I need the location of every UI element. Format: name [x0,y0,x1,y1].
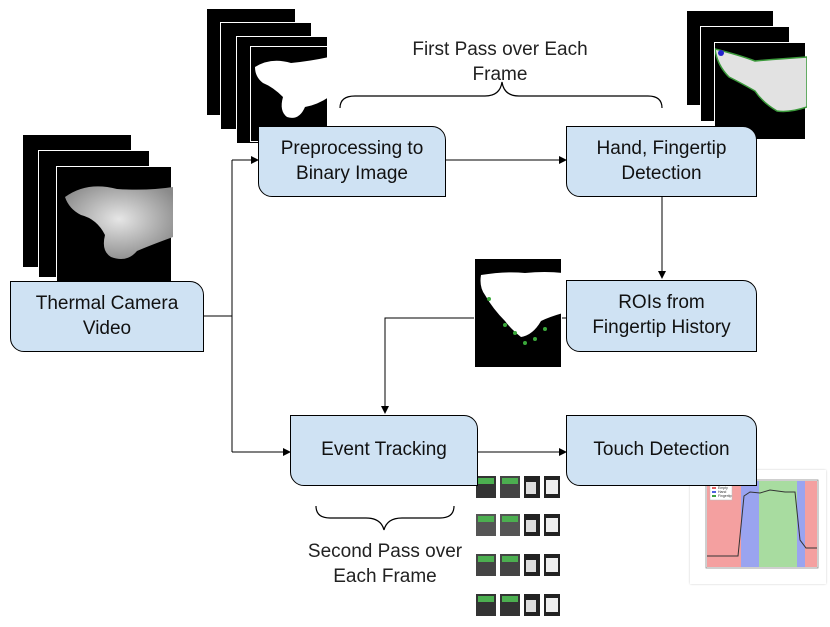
roi-image [474,258,563,368]
second-pass-label: Second Pass over Each Frame [307,541,463,587]
detection-hand-image [714,48,808,113]
binary-hand-image [255,57,329,118]
plot-legend-empty: Empty [718,486,728,490]
plot-legend-hand: Hand [718,490,726,494]
thermal-hand-image [65,186,173,259]
node-rois-fingertip-history: ROIs from Fingertip History [566,280,757,352]
node-thermal-camera-video: Thermal Camera Video [10,281,204,352]
event-thumbnail-grid [466,470,564,622]
plot-legend-fingertip: Fingertip [718,494,732,498]
touch-plot: Empty Hand Fingertip [690,470,826,584]
thumb-row [476,476,560,498]
node-touch-detection: Touch Detection [566,415,757,486]
node-hand-fingertip-detection: Hand, Fingertip Detection [566,126,757,197]
first-pass-brace [339,81,663,109]
second-pass-brace [315,505,455,531]
node-event-tracking: Event Tracking [290,415,478,486]
node-preprocessing: Preprocessing to Binary Image [258,126,446,197]
first-pass-label: First Pass over Each Frame [412,39,588,85]
